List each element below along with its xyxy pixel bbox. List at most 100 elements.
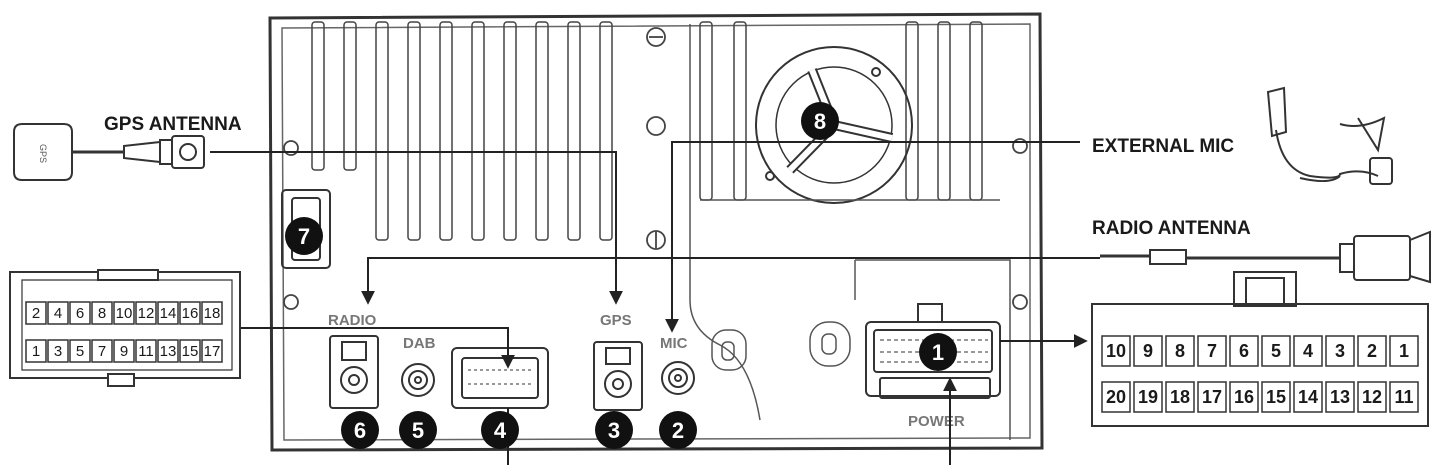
right-pin-label: 18 bbox=[1170, 387, 1190, 407]
badge-1-number: 1 bbox=[932, 340, 944, 365]
left-pin-cell bbox=[201, 301, 223, 325]
heatsink-fins-left bbox=[311, 21, 613, 241]
connector-radio-port[interactable] bbox=[329, 335, 379, 409]
badge-4-number: 4 bbox=[494, 418, 507, 443]
right-pin-label: 1 bbox=[1399, 341, 1409, 361]
badge-2-circle bbox=[659, 411, 697, 449]
right-20pin-connector bbox=[1091, 271, 1429, 427]
right-pin-cell bbox=[1165, 381, 1195, 413]
right-pin-label: 14 bbox=[1298, 387, 1318, 407]
power-port-label: POWER bbox=[908, 413, 965, 430]
radio-antenna-device bbox=[1100, 230, 1431, 284]
panel-detail-lines bbox=[689, 24, 1011, 440]
left-pin-cell bbox=[25, 301, 47, 325]
right-pin-cell bbox=[1293, 381, 1323, 413]
right-pin-label: 3 bbox=[1335, 341, 1345, 361]
right-pin-cell bbox=[1261, 335, 1291, 367]
badge-5-circle bbox=[399, 411, 437, 449]
left-pin-cell bbox=[135, 339, 157, 363]
badge-7-circle bbox=[285, 217, 323, 255]
gps-antenna-label: GPS ANTENNA bbox=[104, 114, 242, 135]
right-pin-cell bbox=[1165, 335, 1195, 367]
external-mic-device bbox=[1266, 86, 1393, 185]
left-pin-label: 16 bbox=[182, 305, 199, 322]
badge-6-circle bbox=[341, 411, 379, 449]
right-pin-label: 2 bbox=[1367, 341, 1377, 361]
badge-5-number: 5 bbox=[412, 418, 424, 443]
left-pin-label: 1 bbox=[32, 343, 40, 360]
left-pin-cell bbox=[201, 339, 223, 363]
heatsink-fins-right bbox=[699, 21, 983, 201]
connector-aux-harness-port[interactable] bbox=[451, 347, 549, 409]
right-pin-label: 10 bbox=[1106, 341, 1126, 361]
connection-lines bbox=[210, 141, 1100, 465]
left-18pin-connector bbox=[9, 269, 241, 387]
left-pin-cell bbox=[69, 339, 91, 363]
right-pin-cell bbox=[1229, 335, 1259, 367]
badge-2-number: 2 bbox=[672, 418, 684, 443]
left-pin-label: 12 bbox=[138, 305, 155, 322]
right-pin-label: 6 bbox=[1239, 341, 1249, 361]
right-pin-label: 15 bbox=[1266, 387, 1286, 407]
connector-gps-port[interactable] bbox=[593, 341, 643, 411]
right-pin-cell bbox=[1293, 335, 1323, 367]
left-pin-label: 10 bbox=[116, 305, 133, 322]
right-pin-label: 20 bbox=[1106, 387, 1126, 407]
right-pin-label: 7 bbox=[1207, 341, 1217, 361]
radio-antenna-label: RADIO ANTENNA bbox=[1092, 218, 1251, 239]
left-pin-label: 13 bbox=[160, 343, 177, 360]
connector-dab-port[interactable] bbox=[401, 363, 435, 397]
right-pin-label: 12 bbox=[1362, 387, 1382, 407]
right-pin-cell bbox=[1357, 381, 1387, 413]
right-pin-label: 17 bbox=[1202, 387, 1222, 407]
connector-mic-port[interactable] bbox=[661, 361, 695, 395]
left-pin-cell bbox=[157, 301, 179, 325]
left-pin-cell bbox=[179, 301, 201, 325]
left-pin-cell bbox=[69, 301, 91, 325]
left-pin-cell bbox=[91, 339, 113, 363]
badge-6-number: 6 bbox=[354, 418, 366, 443]
right-pin-label: 4 bbox=[1303, 341, 1313, 361]
left-pin-label: 8 bbox=[98, 305, 106, 322]
left-pin-label: 18 bbox=[204, 305, 221, 322]
gps-module-text: GPS bbox=[38, 144, 48, 163]
right-pin-cell bbox=[1389, 335, 1419, 367]
left-pin-cell bbox=[135, 301, 157, 325]
left-pin-label: 5 bbox=[76, 343, 84, 360]
mic-port-label: MIC bbox=[660, 335, 688, 352]
dab-port-label: DAB bbox=[403, 335, 436, 352]
left-pin-cell bbox=[47, 301, 69, 325]
right-pin-cell bbox=[1101, 335, 1131, 367]
left-pin-cell bbox=[157, 339, 179, 363]
left-pin-cell bbox=[47, 339, 69, 363]
right-pin-cell bbox=[1197, 381, 1227, 413]
badge-3-circle bbox=[595, 411, 633, 449]
badge-7-number: 7 bbox=[298, 224, 310, 249]
right-pin-cell bbox=[1389, 381, 1419, 413]
right-pin-label: 13 bbox=[1330, 387, 1350, 407]
right-pin-cell bbox=[1197, 335, 1227, 367]
connector-power-port[interactable] bbox=[865, 303, 1001, 399]
right-pin-label: 19 bbox=[1138, 387, 1158, 407]
mounting-holes bbox=[283, 27, 1028, 310]
right-pin-cell bbox=[1133, 381, 1163, 413]
left-pin-label: 2 bbox=[32, 305, 40, 322]
left-pin-label: 14 bbox=[160, 305, 177, 322]
right-pin-label: 8 bbox=[1175, 341, 1185, 361]
left-pin-cell bbox=[25, 339, 47, 363]
right-pin-label: 11 bbox=[1394, 387, 1413, 407]
left-pin-label: 3 bbox=[54, 343, 62, 360]
radio-port-label: RADIO bbox=[328, 312, 377, 329]
left-pin-cell bbox=[113, 339, 135, 363]
right-pin-cell bbox=[1325, 381, 1355, 413]
right-pin-cell bbox=[1101, 381, 1131, 413]
right-pin-cell bbox=[1325, 335, 1355, 367]
right-pin-cell bbox=[1357, 335, 1387, 367]
right-pin-label: 5 bbox=[1271, 341, 1281, 361]
external-mic-label: EXTERNAL MIC bbox=[1092, 136, 1234, 157]
badge-1-circle bbox=[919, 333, 957, 371]
right-pin-cell bbox=[1229, 381, 1259, 413]
